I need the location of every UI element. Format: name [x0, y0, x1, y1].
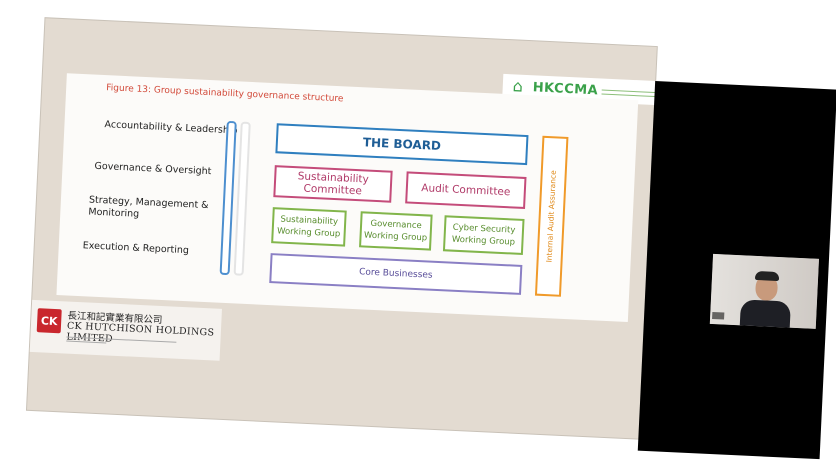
row-label-strategy: Strategy, Management & Monitoring: [88, 194, 209, 220]
slide: Figure 13: Group sustainability governan…: [56, 73, 639, 322]
participant-hair: [754, 270, 780, 282]
core-businesses-box: Core Businesses: [269, 253, 523, 295]
sustainability-committee-box: Sustainability Committee: [273, 165, 393, 203]
row-label-governance: Governance & Oversight: [94, 160, 212, 178]
hierarchy-guide: [233, 121, 251, 276]
governance-working-group-box: Governance Working Group: [359, 211, 433, 251]
internal-audit-label: Internal Audit Assurance: [544, 169, 558, 263]
row-label-accountability: Accountability & Leadership: [104, 119, 238, 137]
cyber-security-working-group-box: Cyber Security Working Group: [442, 215, 525, 255]
ckh-logo-icon: CK: [36, 308, 62, 334]
participant-body: [739, 299, 791, 329]
participants-panel: [637, 81, 836, 460]
slide-title: Figure 13: Group sustainability governan…: [106, 83, 344, 105]
sustainability-working-group-box: Sustainability Working Group: [271, 207, 347, 247]
internal-audit-box: Internal Audit Assurance: [534, 135, 569, 297]
row-label-execution: Execution & Reporting: [82, 240, 190, 257]
audit-committee-box: Audit Committee: [405, 171, 527, 210]
participant-name-tag: [712, 311, 724, 320]
participant-video-tile[interactable]: [709, 253, 819, 329]
ckh-logo-block: CK 長江和記實業有限公司 CK HUTCHISON HOLDINGS LIMI…: [29, 299, 222, 361]
shared-screen: ⌂ HKCCMA Figure 13: Group sustainability…: [27, 18, 684, 439]
board-box: THE BOARD: [275, 123, 529, 166]
